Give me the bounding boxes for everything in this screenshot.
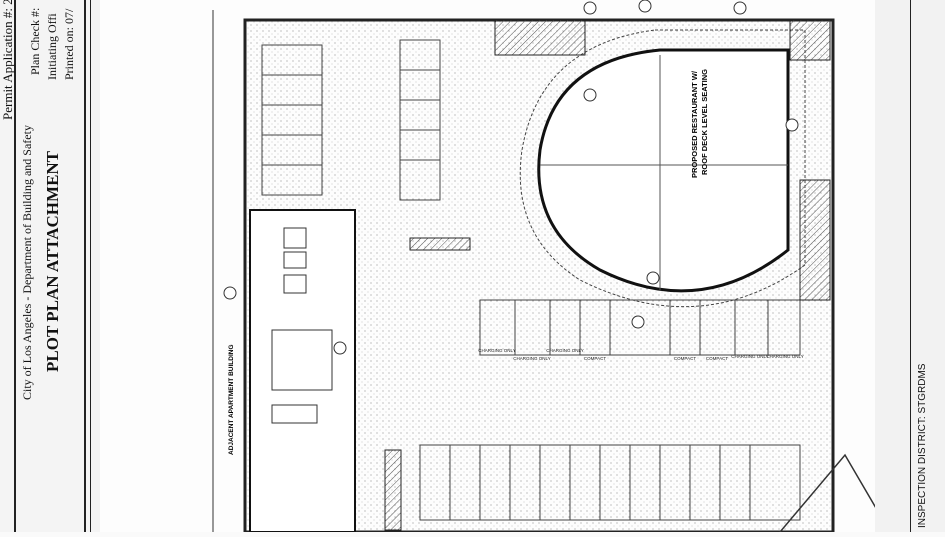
right-margin: INSPECTION DISTRICT: STGRDMS (875, 0, 945, 532)
restaurant-label-line1: PROPOSED RESTAURANT W/ (690, 70, 699, 178)
callout-markers (223, 0, 799, 355)
plot-plan-sheet: PROPOSED RESTAURANT W/ ROOF DECK LEVEL S… (100, 0, 891, 534)
plan-check-number: Plan Check #: (28, 7, 42, 75)
restaurant-roof-deck (519, 29, 806, 308)
hatched-landscape (799, 179, 831, 301)
hatched-crosswalk (409, 237, 471, 251)
parking-label: COMPACT (674, 356, 696, 361)
parking-label: CHARGING ONLY (766, 354, 803, 359)
parking-label: CHARGING ONLY (731, 354, 768, 359)
divider (84, 0, 86, 532)
divider (90, 0, 91, 532)
parking-stalls-middle (479, 299, 801, 356)
adjacent-building-label: ADJACENT APARTMENT BUILDING (228, 345, 235, 456)
restaurant-label-line2: ROOF DECK LEVEL SEATING (700, 69, 709, 175)
parking-label: COMPACT (706, 356, 728, 361)
plot-plan-drawing: PROPOSED RESTAURANT W/ ROOF DECK LEVEL S… (212, 0, 891, 534)
parking-stalls-upper-left (261, 39, 441, 201)
department-name: City of Los Angeles - Department of Buil… (20, 125, 34, 400)
hatched-walkway (384, 449, 402, 531)
hatched-area (789, 19, 831, 61)
permit-header-strip: Permit Application #: 22030 - 4 City of … (0, 0, 100, 532)
hatched-area (494, 19, 586, 56)
parking-label: CHARGING ONLY (478, 348, 515, 353)
initiating-office: Initiating Offi (45, 13, 59, 80)
parking-label: CHARGING ONLY (546, 348, 583, 353)
apartment-unit-boxes (271, 227, 333, 424)
divider (14, 0, 16, 532)
parking-label: COMPACT (584, 356, 606, 361)
inspection-district: INSPECTION DISTRICT: STGRDMS (917, 363, 928, 528)
parking-stalls-bottom (419, 444, 801, 521)
page-title: PLOT PLAN ATTACHMENT (43, 150, 62, 372)
printed-on: Printed on: 07/ (62, 8, 76, 80)
parking-label: CHARGING ONLY (513, 356, 550, 361)
divider (910, 0, 911, 532)
permit-application-number: Permit Application #: 22030 - 4 (0, 0, 15, 120)
